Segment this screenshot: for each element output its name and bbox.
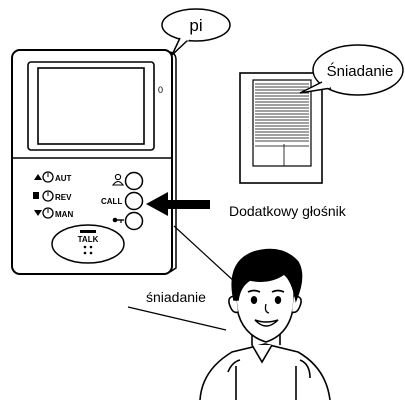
call-label: CALL [101,197,122,206]
rev-label: REV [55,193,72,202]
power-indicator: 0 [158,85,163,95]
person-speech-text: śniadanie [146,289,206,305]
leader-line-monitor [173,225,237,284]
top-speech-bubble: pi [161,8,231,56]
monitor-screen [37,67,145,145]
talk-label: TALK [78,235,99,244]
rev-control[interactable]: REV [33,190,72,202]
speaker-caption: Dodatkowy głośnik [229,203,347,219]
aut-label: AUT [55,174,72,183]
leader-line-text [127,306,227,331]
microphone-icon [83,245,93,255]
speaker-speech-text: Śniadanie [327,62,394,80]
door-key-button[interactable] [112,211,144,231]
speaker-speech-bubble: Śniadanie [299,44,404,96]
indoor-monitor-unit: 0 AUT REV MAN [11,49,177,275]
additional-speaker [239,72,323,184]
man-control[interactable]: MAN [34,207,73,219]
call-button[interactable]: CALL [101,191,144,211]
person-figure [199,248,331,400]
pointer-arrow [146,192,210,216]
top-speech-text: pi [189,16,202,35]
person-button[interactable] [111,171,144,191]
talk-button[interactable]: TALK [51,224,125,264]
man-label: MAN [55,210,73,219]
hair [231,248,303,303]
person-icon [111,173,125,186]
key-icon [112,217,124,223]
aut-control[interactable]: AUT [34,171,72,183]
